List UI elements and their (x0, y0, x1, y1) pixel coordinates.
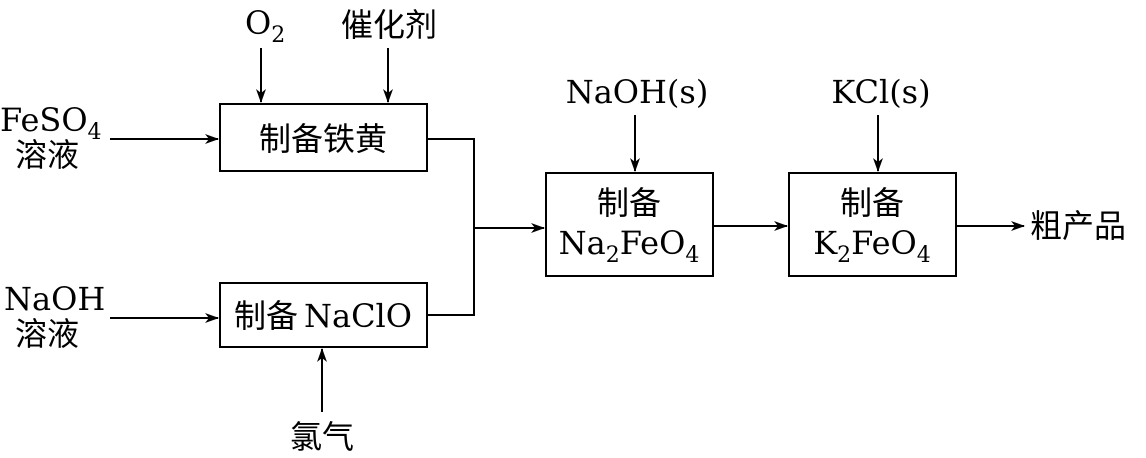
label-box-k2feo4-line2: K2FeO4 (813, 224, 931, 268)
label-crude-product: 粗产品 (1030, 207, 1126, 245)
box-k2feo4 (788, 172, 957, 277)
label-o2: O2 (245, 4, 285, 48)
label-box-k2feo4-line1: 制备 (840, 184, 904, 222)
label-feso4-solution: 溶液 (15, 136, 79, 174)
label-box-na2feo4-line1: 制备 (597, 184, 661, 222)
label-chlorine: 氯气 (290, 418, 354, 456)
label-naoh-solid: NaOH(s) (566, 73, 709, 111)
box-iron-yellow (219, 103, 428, 172)
label-naoh-solution: NaOH (4, 280, 105, 318)
label-catalyst: 催化剂 (341, 6, 437, 44)
label-kcl-solid: KCl(s) (831, 73, 930, 111)
label-box-na2feo4-line2: Na2FeO4 (559, 224, 700, 268)
box-na2feo4 (545, 172, 714, 277)
merge-line-bottom (427, 228, 475, 316)
label-naoh-solution-2: 溶液 (15, 315, 79, 353)
label-feso4: FeSO4 (0, 101, 102, 145)
merge-line-top (427, 138, 475, 228)
label-box-iron-yellow: 制备铁黄 (259, 120, 387, 158)
